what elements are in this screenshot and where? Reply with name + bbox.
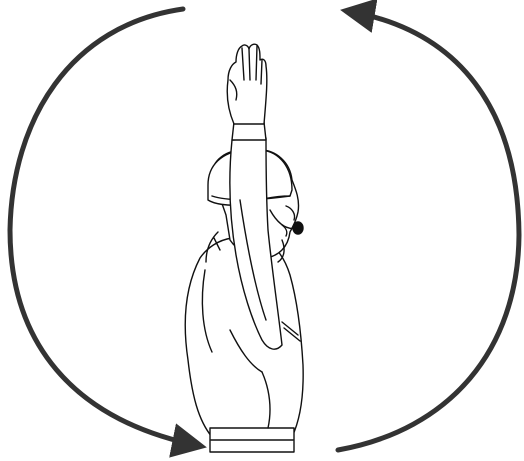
- right-rotation-arrow-icon: [338, 11, 519, 450]
- person-figure: [185, 44, 303, 452]
- headset-microphone-icon: [293, 222, 303, 234]
- left-rotation-arrow-icon: [10, 9, 200, 446]
